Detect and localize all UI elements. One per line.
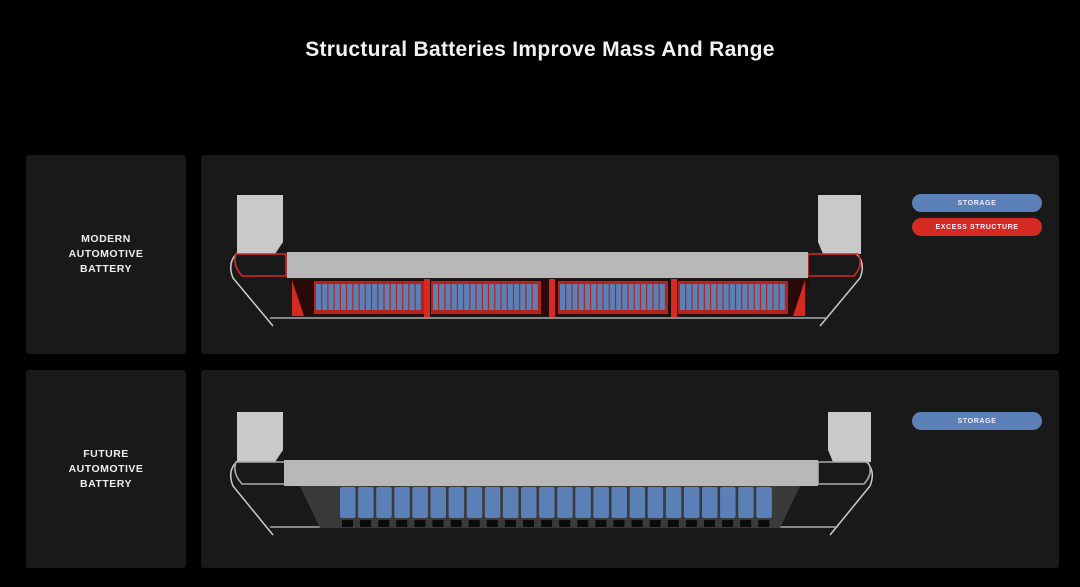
- modern-battery-diagram-panel: [201, 155, 1059, 354]
- row-label-modern: MODERN AUTOMOTIVE BATTERY: [26, 155, 186, 354]
- legend-storage-future: STORAGE: [912, 412, 1042, 430]
- legend-storage: STORAGE: [912, 194, 1042, 212]
- slide-title: Structural Batteries Improve Mass And Ra…: [305, 38, 775, 61]
- legend-excess-structure: EXCESS STRUCTURE: [912, 218, 1042, 236]
- row-label-future: FUTURE AUTOMOTIVE BATTERY: [26, 370, 186, 568]
- future-battery-diagram-panel: [201, 370, 1059, 568]
